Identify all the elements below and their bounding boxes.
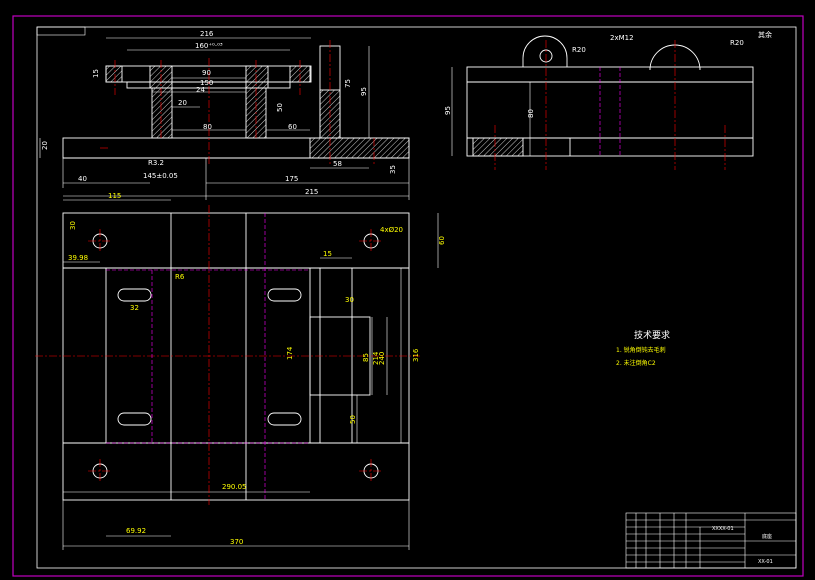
top-dim-holes: 4xØ20 <box>380 226 403 234</box>
front-dim-20b: 20 <box>41 141 49 150</box>
side-dim-r20b: R20 <box>730 39 744 47</box>
front-dim-90: 90 <box>202 69 211 77</box>
top-dim-29005: 290.05 <box>222 483 247 491</box>
inner-frame <box>36 26 797 569</box>
top-dim-60: 60 <box>438 236 446 245</box>
front-dim-24: 24 <box>196 86 205 94</box>
title-block-text: XXXX-01 底座 XX-01 <box>712 526 773 565</box>
top-dim-115: 115 <box>108 192 121 200</box>
front-hatch-base-right <box>309 137 410 159</box>
front-roughness: R3.2 <box>148 159 164 167</box>
front-dim-175: 175 <box>285 175 298 183</box>
front-dim-75: 75 <box>344 79 352 88</box>
front-hatch-right-flange <box>245 65 269 89</box>
side-dim-thread: 2xM12 <box>610 34 634 42</box>
top-dim-30b: 30 <box>345 296 354 304</box>
title-block <box>625 512 797 569</box>
top-dim-3998: 39.98 <box>68 254 88 262</box>
corner-tab <box>36 26 86 36</box>
front-dim-160: 160⁺⁰·⁰³ <box>195 42 223 50</box>
side-note: 其余 <box>758 30 772 39</box>
side-dim-r20a: R20 <box>572 46 586 54</box>
front-dim-216: 216 <box>200 30 214 38</box>
top-dim-6992: 69.92 <box>126 527 146 535</box>
top-dim-r6: R6 <box>175 273 185 281</box>
front-dim-20: 20 <box>178 99 187 107</box>
front-hatch-left-top <box>105 65 123 83</box>
side-view <box>451 35 754 170</box>
front-dim-215: 215 <box>305 188 318 196</box>
title-block-part: 底座 <box>762 533 772 540</box>
side-boss-left <box>522 35 568 67</box>
top-slot-3 <box>117 412 152 426</box>
top-slot-2 <box>267 288 302 302</box>
side-dim-95: 95 <box>444 106 452 115</box>
top-dim-240: 240 <box>378 352 386 365</box>
top-dim-214: 214 <box>372 351 380 365</box>
top-slot-1 <box>117 288 152 302</box>
front-view <box>39 37 410 200</box>
front-view-dimensions: 216 160⁺⁰·⁰³ 90 150 24 20 50 80 60 95 75… <box>41 30 397 196</box>
top-view-dimensions: 115 30 39.98 R6 32 15 30 4xØ20 60 85 214… <box>68 192 446 546</box>
front-dim-15: 15 <box>92 69 100 78</box>
tech-req-title: 技术要求 <box>634 329 670 341</box>
top-dim-316: 316 <box>412 348 420 362</box>
side-hatch-left <box>472 137 524 157</box>
technical-requirements: 技术要求 1. 锐角倒钝去毛刺 2. 未注倒角C2 <box>616 329 670 367</box>
top-slot-block <box>309 316 371 396</box>
front-dim-35: 35 <box>389 165 397 174</box>
front-dim-40: 40 <box>78 175 87 183</box>
top-slot-4 <box>267 412 302 426</box>
front-hatch-left-leg <box>151 87 173 139</box>
front-dim-50: 50 <box>276 103 284 112</box>
top-dim-85: 85 <box>362 353 370 362</box>
top-dim-32: 32 <box>130 304 139 312</box>
top-outline-left <box>62 212 410 501</box>
side-view-dimensions: 2xM12 R20 R20 95 80 其余 <box>444 30 772 118</box>
top-view <box>35 199 439 550</box>
front-dim-95: 95 <box>360 87 368 96</box>
top-dim-370: 370 <box>230 538 243 546</box>
front-dim-145: 145±0.05 <box>143 172 178 180</box>
front-dim-60: 60 <box>288 123 297 131</box>
front-dim-58: 58 <box>333 160 342 168</box>
top-dim-30: 30 <box>69 221 77 230</box>
front-dim-150: 150 <box>200 79 213 87</box>
tech-req-item-2: 2. 未注倒角C2 <box>616 359 656 367</box>
title-block-drawing-no: XX-01 <box>758 559 773 565</box>
tech-req-item-1: 1. 锐角倒钝去毛刺 <box>616 346 666 354</box>
side-body <box>466 66 754 157</box>
title-block-code: XXXX-01 <box>712 526 734 532</box>
top-dim-50: 50 <box>349 415 357 424</box>
top-dim-15: 15 <box>323 250 332 258</box>
top-dim-174: 174 <box>286 346 294 360</box>
front-dim-80: 80 <box>203 123 212 131</box>
side-dim-80: 80 <box>527 109 535 118</box>
outer-frame <box>12 15 804 577</box>
